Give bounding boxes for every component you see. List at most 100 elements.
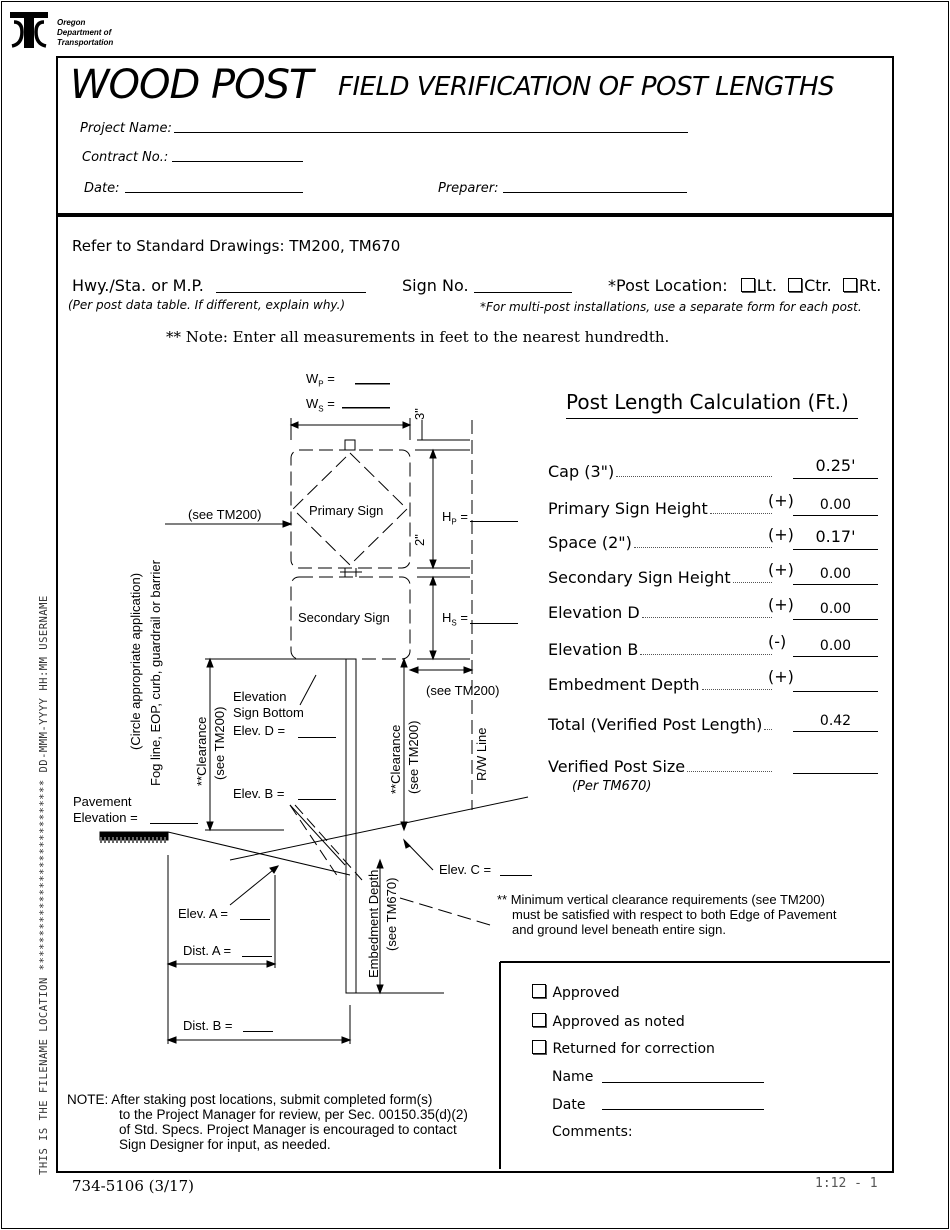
min-clearance-3: and ground level beneath entire sign. (512, 922, 726, 937)
calc-row-leader (641, 609, 772, 618)
approved-noted-option[interactable]: Approved as noted (532, 1013, 685, 1030)
clearance-left-ref: (see TM200) (212, 706, 227, 780)
wp-text: W (306, 371, 319, 386)
post-location-label: *Post Location: (608, 276, 728, 295)
page-scale: 1:12 - 1 (815, 1176, 878, 1191)
clearance-left-label: **Clearance (194, 716, 209, 786)
calc-row-value-field[interactable] (793, 671, 878, 692)
hp-text: H (442, 509, 452, 524)
calc-row-value-field[interactable]: 0.17' (793, 527, 878, 550)
elev-d-label: Elev. D = (233, 723, 286, 738)
calc-row-value-field[interactable]: 0.00 (793, 599, 878, 620)
project-name-field[interactable] (174, 132, 688, 133)
elev-a-field[interactable] (240, 919, 270, 920)
calc-row-value: 0.00 (819, 566, 852, 582)
calc-row-leader (732, 574, 772, 583)
approved-option[interactable]: Approved (532, 984, 620, 1001)
dist-a-field[interactable] (242, 956, 272, 957)
approved-noted-label: Approved as noted (552, 1014, 685, 1030)
sign-no-label: Sign No. (402, 276, 469, 295)
approved-label: Approved (552, 985, 620, 1001)
ws-text: W (306, 396, 319, 411)
calc-row-leader (709, 505, 772, 514)
calc-row-operator: (+) (768, 491, 794, 510)
hs-field[interactable] (470, 623, 518, 624)
calc-row-operator: (+) (768, 667, 794, 686)
elev-b-field[interactable] (298, 799, 336, 800)
calc-row-value-field[interactable]: 0.00 (793, 564, 878, 585)
calc-row-operator: (+) (768, 525, 794, 544)
hwy-field[interactable] (216, 292, 366, 293)
elev-a-label: Elev. A = (178, 906, 228, 921)
calc-row-value: 0.00 (819, 497, 852, 513)
note-line4: Sign Designer for input, as needed. (119, 1137, 331, 1152)
calc-row-value-field[interactable]: 0.25' (793, 456, 878, 479)
measure-note: ** Note: Enter all measurements in feet … (166, 328, 670, 346)
contract-field[interactable] (172, 161, 303, 162)
refer-drawings: Refer to Standard Drawings: TM200, TM670 (72, 237, 401, 255)
pavement-field[interactable] (150, 823, 198, 824)
calc-row-label: Embedment Depth (548, 675, 700, 694)
hp-field[interactable] (470, 521, 518, 522)
checkbox-returned[interactable] (532, 1040, 546, 1054)
elevation-sign-bottom-2: Sign Bottom (233, 705, 304, 720)
ws-eq: = (327, 396, 335, 411)
ws-sub: S (318, 404, 324, 414)
title-main: WOOD POST (70, 62, 313, 108)
calc-row-value-field[interactable]: 0.00 (793, 495, 878, 516)
ws-label: WS = (306, 396, 335, 414)
preparer-label: Preparer: (438, 181, 499, 196)
three-inch-label: 3" (412, 408, 427, 420)
hp-eq: = (460, 509, 468, 524)
dist-b-field[interactable] (243, 1031, 273, 1032)
checkbox-approved[interactable] (532, 984, 546, 998)
approval-date-field[interactable] (602, 1109, 764, 1110)
secondary-sign-label: Secondary Sign (298, 610, 390, 625)
post-location-lt: Lt. (756, 276, 777, 295)
approval-name-label: Name (552, 1069, 594, 1085)
elev-d-field[interactable] (298, 737, 336, 738)
preparer-field[interactable] (503, 192, 687, 193)
date-label: Date: (84, 181, 120, 196)
checkbox-rt[interactable] (842, 278, 857, 292)
checkbox-ctr[interactable] (788, 278, 803, 292)
primary-sign-label: Primary Sign (309, 503, 384, 518)
checkbox-approved-noted[interactable] (532, 1013, 546, 1027)
wp-label: WP = (306, 371, 335, 389)
wp-field[interactable] (355, 383, 390, 384)
project-name-label: Project Name: (80, 121, 172, 136)
approval-comments-label: Comments: (552, 1124, 633, 1140)
elev-c-field[interactable] (500, 875, 532, 876)
checkbox-lt[interactable] (740, 278, 755, 292)
calc-row-value: 0.42 (819, 713, 852, 729)
returned-option[interactable]: Returned for correction (532, 1040, 715, 1057)
calc-row-leader (701, 681, 772, 690)
calc-row-operator: (-) (768, 632, 787, 651)
odot-logo-icon (10, 12, 48, 48)
calc-row-value: 0.25' (815, 456, 856, 475)
hs-sub: S (451, 618, 457, 628)
date-field[interactable] (125, 192, 303, 193)
calc-row-label: Elevation B (548, 640, 639, 659)
calc-row-label: Cap (3") (548, 462, 615, 481)
returned-label: Returned for correction (552, 1041, 715, 1057)
calc-row-value-field[interactable]: 0.00 (793, 636, 878, 657)
ws-field[interactable] (342, 407, 390, 408)
hs-text: H (442, 610, 452, 625)
hs-label: HS = (442, 610, 468, 628)
elev-c-label: Elev. C = (439, 862, 492, 877)
hwy-note: (Per post data table. If different, expl… (68, 298, 346, 312)
elev-b-label: Elev. B = (233, 786, 285, 801)
calc-row-label: Primary Sign Height (548, 499, 708, 518)
calc-row-value-field[interactable]: 0.42 (793, 711, 878, 732)
note-line1: NOTE: After staking post locations, subm… (67, 1092, 433, 1107)
post-size-note: (Per TM670) (572, 779, 652, 794)
wp-sub: P (318, 379, 324, 389)
embedment-depth-label: Embedment Depth (366, 869, 381, 978)
approval-name-field[interactable] (602, 1082, 764, 1083)
calc-row-value: 0.17' (815, 527, 856, 546)
sign-no-field[interactable] (474, 292, 572, 293)
calc-row-value-field[interactable] (793, 753, 878, 774)
